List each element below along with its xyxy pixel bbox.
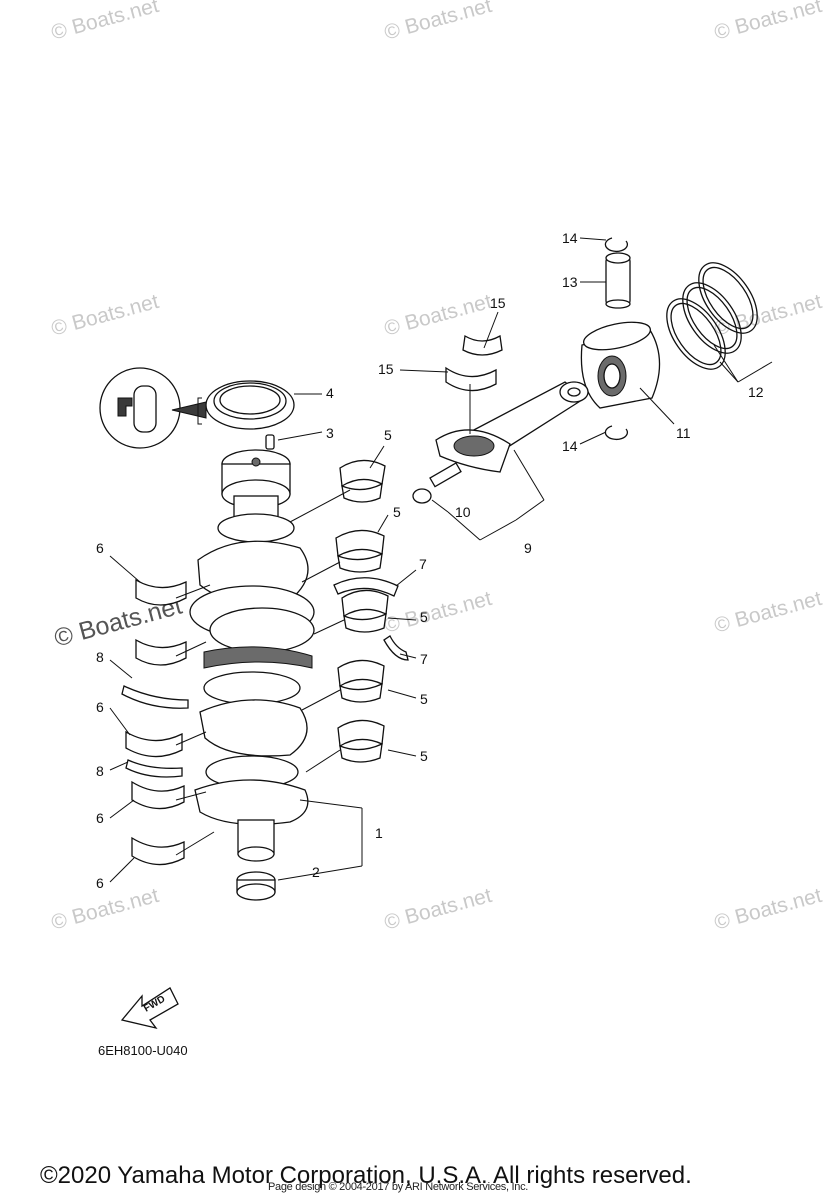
callout-8: 8 (96, 763, 104, 779)
callout-10: 10 (455, 504, 471, 520)
main-bearing-upper[interactable] (339, 459, 386, 503)
piston-ring-set[interactable] (655, 253, 769, 380)
main-bearing-lower[interactable] (131, 780, 185, 810)
callout-4: 4 (326, 385, 334, 401)
callout-13: 13 (562, 274, 578, 290)
copyright-notice: ©2020 Yamaha Motor Corporation, U.S.A. A… (40, 1162, 692, 1189)
oil-seal[interactable] (205, 380, 295, 430)
callout-5: 5 (420, 748, 428, 764)
callout-5: 5 (420, 609, 428, 625)
main-bearing-upper[interactable] (337, 719, 385, 763)
piston-pin-clip-top[interactable] (604, 237, 629, 253)
callout-9: 9 (524, 540, 532, 556)
callout-15: 15 (378, 361, 394, 377)
connecting-rod[interactable] (435, 381, 589, 473)
forward-arrow-icon: FWD (120, 987, 179, 1030)
main-bearing-lower[interactable] (135, 638, 187, 666)
thrust-washer[interactable] (333, 577, 399, 597)
crankshaft[interactable] (189, 449, 315, 862)
page-design-notice: Page design © 2004-2017 by ARI Network S… (268, 1181, 529, 1193)
callout-2: 2 (312, 864, 320, 880)
callout-14: 14 (562, 438, 578, 454)
callout-8: 8 (96, 649, 104, 665)
connecting-rod-bolt[interactable] (412, 462, 462, 504)
callout-5: 5 (384, 427, 392, 443)
callout-7: 7 (420, 651, 428, 667)
callout-14: 14 (562, 230, 578, 246)
main-bearing-lower[interactable] (131, 836, 185, 866)
connecting-rod-bearing-lower[interactable] (445, 366, 497, 392)
callout-labels: 14 13 15 15 12 4 3 11 5 14 5 10 9 6 7 5 … (96, 230, 764, 891)
main-bearing-upper[interactable] (337, 659, 385, 703)
thrust-washer-lower[interactable] (121, 685, 189, 709)
callout-11: 11 (676, 425, 691, 441)
thrust-washer[interactable] (383, 635, 409, 661)
diagram-code: 6EH8100-U040 (98, 1043, 188, 1058)
callout-6: 6 (96, 810, 104, 826)
main-bearing-upper[interactable] (341, 589, 389, 633)
callout-3: 3 (326, 425, 334, 441)
piston[interactable] (580, 317, 661, 409)
dowel-pin[interactable] (265, 434, 275, 450)
callout-12: 12 (748, 384, 764, 400)
callout-6: 6 (96, 699, 104, 715)
callout-6: 6 (96, 875, 104, 891)
callout-6: 6 (96, 540, 104, 556)
thrust-washer-lower[interactable] (125, 759, 183, 778)
main-bearing-lower[interactable] (125, 730, 183, 758)
callout-7: 7 (419, 556, 427, 572)
connecting-rod-bearing-upper[interactable] (462, 334, 503, 356)
callout-5: 5 (420, 691, 428, 707)
main-bearing-upper[interactable] (335, 529, 385, 573)
callout-15: 15 (490, 295, 506, 311)
callout-5: 5 (393, 504, 401, 520)
callout-1: 1 (375, 825, 383, 841)
piston-pin-clip-bottom[interactable] (604, 425, 629, 441)
main-bearing-lower[interactable] (135, 578, 187, 606)
piston-pin[interactable] (605, 252, 631, 309)
leader-lines (109, 237, 773, 883)
bushing[interactable] (236, 871, 276, 901)
oil-seal-detail (99, 367, 207, 449)
